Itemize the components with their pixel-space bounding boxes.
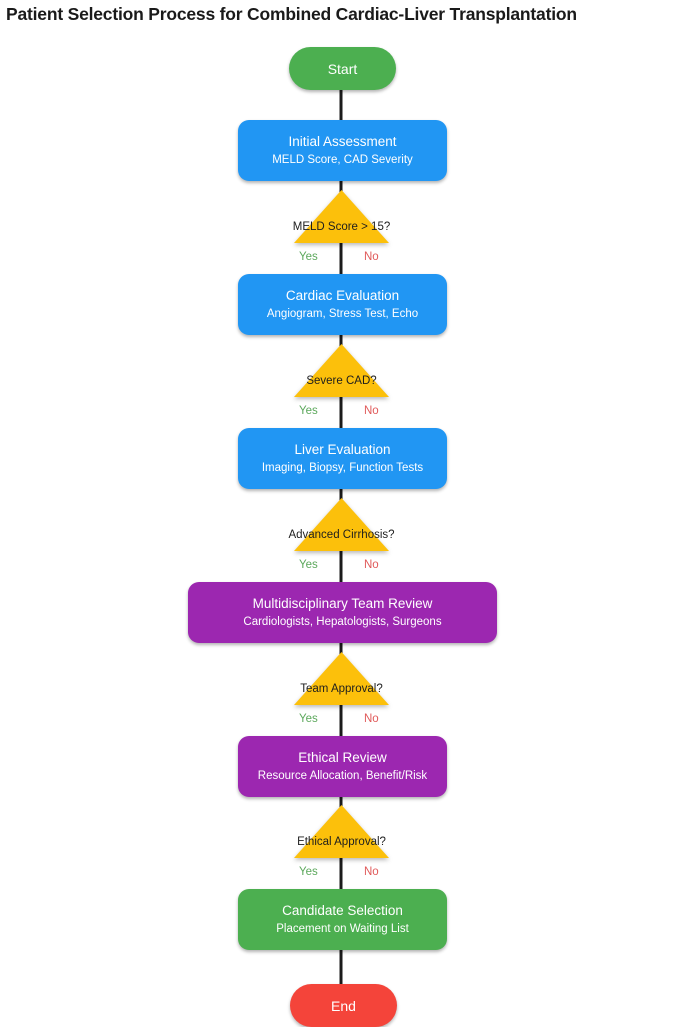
decision-team-approval[interactable]: Team Approval? [294,652,389,705]
node-multidisciplinary-team-review-label: Multidisciplinary Team Review [252,596,433,611]
node-cardiac-evaluation-sublabel: Angiogram, Stress Test, Echo [266,308,419,320]
decision-meld-score[interactable]: MELD Score > 15? [292,190,391,243]
node-ethical-review[interactable]: Ethical Review Resource Allocation, Bene… [238,736,447,797]
branch-team-approval-no: No [364,713,379,725]
branch-team-approval-yes: Yes [299,713,318,725]
node-ethical-review-label: Ethical Review [298,750,387,765]
decision-triangle-icon [294,805,389,858]
node-ethical-review-sublabel: Resource Allocation, Benefit/Risk [257,770,428,782]
decision-ethical-approval-label: Ethical Approval? [297,836,386,848]
node-liver-evaluation[interactable]: Liver Evaluation Imaging, Biopsy, Functi… [238,428,447,489]
node-liver-evaluation-label: Liver Evaluation [294,442,391,457]
connector-candidate-to-end [339,948,343,990]
decision-advanced-cirrhosis[interactable]: Advanced Cirrhosis? [288,498,395,551]
decision-triangle-icon [294,344,389,397]
decision-triangle-icon [294,190,389,243]
branch-severe-cad-yes: Yes [299,405,318,417]
decision-advanced-cirrhosis-label: Advanced Cirrhosis? [288,529,395,541]
decision-triangle-icon [294,652,389,705]
node-multidisciplinary-team-review[interactable]: Multidisciplinary Team Review Cardiologi… [188,582,497,643]
node-end[interactable]: End [290,984,397,1027]
connector-start-to-initial [339,88,343,122]
node-end-label: End [331,997,356,1014]
decision-severe-cad[interactable]: Severe CAD? [294,344,389,397]
node-candidate-selection-label: Candidate Selection [282,903,403,918]
node-start[interactable]: Start [289,47,396,90]
branch-meld-score-yes: Yes [299,251,318,263]
branch-advanced-cirrhosis-no: No [364,559,379,571]
decision-meld-score-label: MELD Score > 15? [292,221,391,233]
node-initial-assessment[interactable]: Initial Assessment MELD Score, CAD Sever… [238,120,447,181]
branch-ethical-approval-no: No [364,866,379,878]
decision-ethical-approval[interactable]: Ethical Approval? [294,805,389,858]
decision-triangle-icon [294,498,389,551]
node-cardiac-evaluation-label: Cardiac Evaluation [285,288,400,303]
branch-severe-cad-no: No [364,405,379,417]
node-candidate-selection-sublabel: Placement on Waiting List [276,923,409,935]
node-start-label: Start [327,60,358,77]
branch-ethical-approval-yes: Yes [299,866,318,878]
branch-meld-score-no: No [364,251,379,263]
page-title: Patient Selection Process for Combined C… [6,4,577,24]
node-candidate-selection[interactable]: Candidate Selection Placement on Waiting… [238,889,447,950]
decision-team-approval-label: Team Approval? [300,683,383,695]
node-initial-assessment-label: Initial Assessment [288,134,397,149]
node-multidisciplinary-team-review-sublabel: Cardiologists, Hepatologists, Surgeons [243,616,442,628]
node-liver-evaluation-sublabel: Imaging, Biopsy, Function Tests [261,462,424,474]
node-cardiac-evaluation[interactable]: Cardiac Evaluation Angiogram, Stress Tes… [238,274,447,335]
branch-advanced-cirrhosis-yes: Yes [299,559,318,571]
node-initial-assessment-sublabel: MELD Score, CAD Severity [272,154,413,166]
decision-severe-cad-label: Severe CAD? [306,375,377,387]
